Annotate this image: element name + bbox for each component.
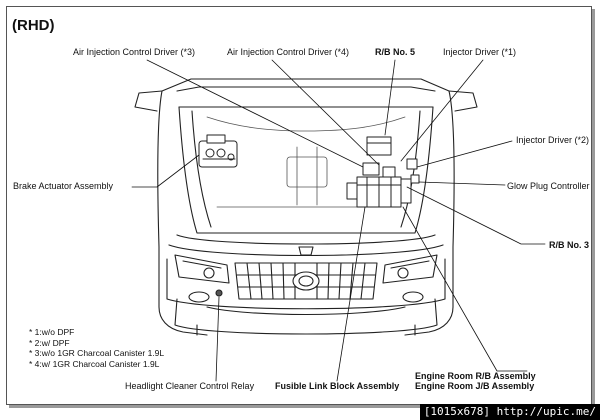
vehicle-body (134, 78, 478, 336)
injector-driver-1-label: Injector Driver (*1) (443, 47, 517, 57)
fog-lamp-right (402, 291, 424, 303)
page-title: (RHD) (12, 17, 55, 34)
headlight-right (382, 254, 438, 284)
diagram-frame: (RHD) Air Injection Control Driver (*3) … (6, 6, 592, 405)
air-injection-driver-4-label: Air Injection Control Driver (*4) (227, 47, 350, 57)
footnote: * 3:w/o 1GR Charcoal Canister 1.9L (29, 348, 165, 358)
headlight-left (174, 254, 230, 284)
brake-actuator-assembly (198, 134, 238, 168)
rb-no3-label: R/B No. 3 (549, 240, 590, 250)
rb-no5-box (366, 136, 392, 156)
engine-room-jb-label: Engine Room J/B Assembly (415, 381, 535, 391)
footnotes: * 1:w/o DPF * 2:w/ DPF * 3:w/o 1GR Charc… (29, 327, 164, 369)
brake-actuator-label: Brake Actuator Assembly (13, 181, 114, 191)
vehicle-drawing (131, 59, 546, 382)
fuse-relay-cluster (346, 158, 420, 208)
engine-room-rb-label: Engine Room R/B Assembly (415, 371, 536, 381)
rb-no5-label: R/B No. 5 (375, 47, 416, 57)
glow-plug-controller-label: Glow Plug Controller (507, 181, 590, 191)
footnote: * 4:w/ 1GR Charcoal Canister 1.9L (29, 358, 160, 369)
injector-driver-2-label: Injector Driver (*2) (516, 135, 590, 145)
hood-emblem (298, 246, 314, 256)
headlight-cleaner-relay-mark (215, 289, 223, 297)
headlight-cleaner-relay-label: Headlight Cleaner Control Relay (125, 381, 255, 391)
leader-lines (131, 59, 546, 382)
watermark: [1015x678] http://upic.me/ (419, 404, 600, 420)
footnote: * 1:w/o DPF (29, 327, 75, 337)
fusible-link-block-label: Fusible Link Block Assembly (275, 381, 400, 391)
air-injection-driver-3-label: Air Injection Control Driver (*3) (73, 47, 196, 57)
footnote: * 2:w/ DPF (29, 337, 70, 348)
fog-lamp-left (188, 291, 210, 303)
grille (234, 262, 378, 300)
